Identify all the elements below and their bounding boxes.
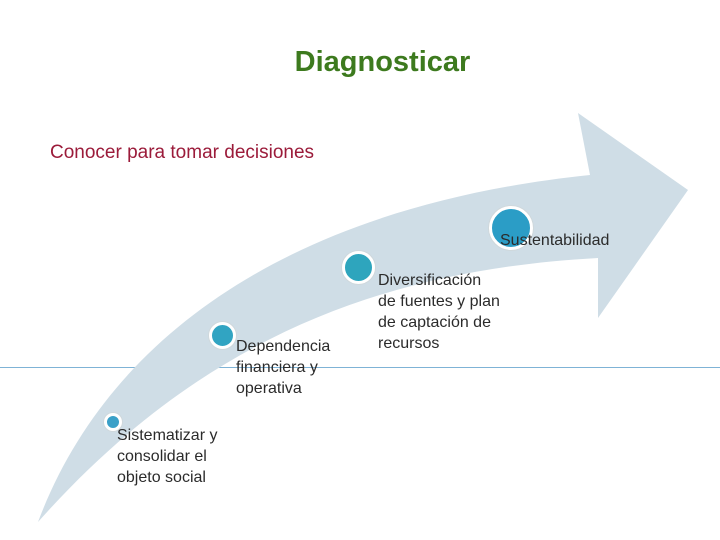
horizontal-rule: [0, 367, 720, 368]
slide-title: Diagnosticar: [294, 46, 471, 78]
step-label-3: Diversificación de fuentes y plan de cap…: [378, 272, 500, 352]
step-marker-4: [489, 206, 533, 250]
step-marker-3: [342, 251, 375, 284]
step-label-4: Sustentabilidad: [500, 232, 610, 249]
step-marker-2: [209, 322, 236, 349]
step-marker-1: [104, 413, 122, 431]
step-label-2: Dependencia financiera y operativa: [236, 338, 331, 397]
step-label-1: Sistematizar y consolidar el objeto soci…: [117, 427, 218, 486]
slide-subtitle: Conocer para tomar decisiones: [50, 142, 315, 163]
